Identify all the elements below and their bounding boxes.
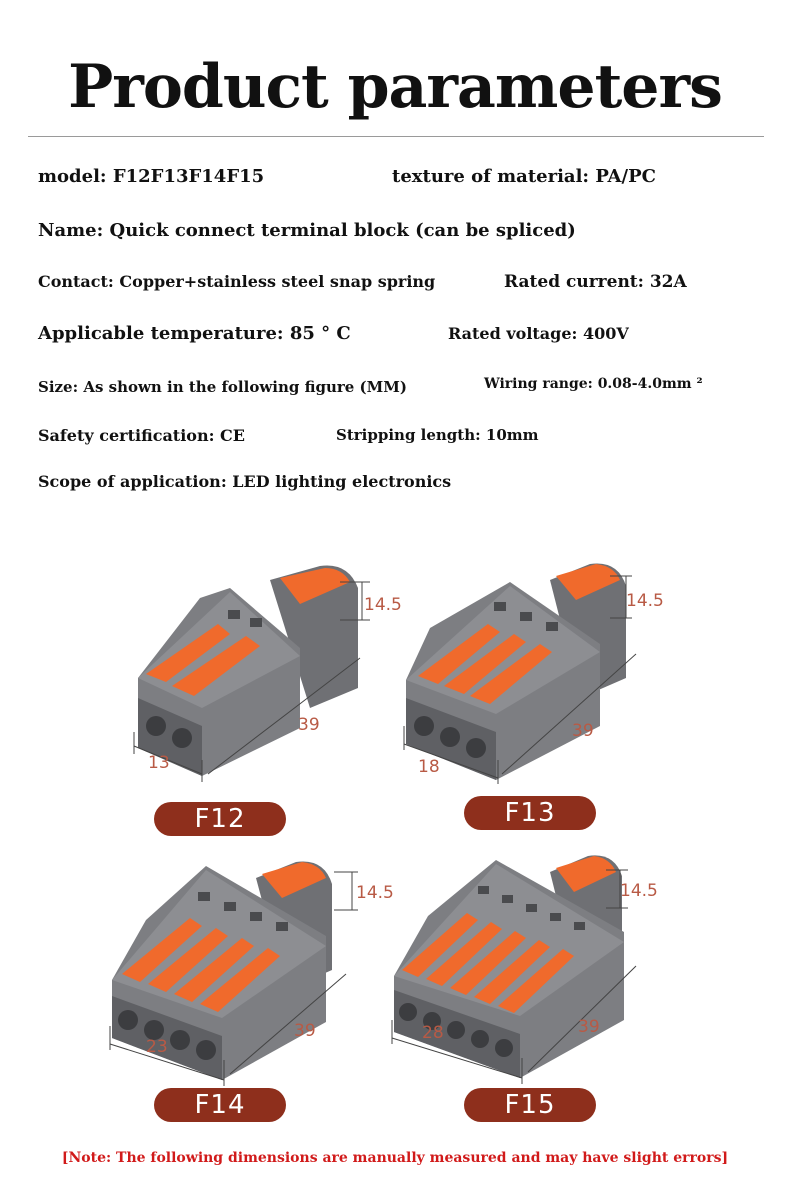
- spec-stripping: Stripping length: 10mm: [336, 426, 539, 444]
- connector-f15-dimensions: [391, 869, 637, 1084]
- label-f14: F14: [154, 1088, 286, 1122]
- dimension-length: 39: [572, 721, 594, 741]
- product-f14: 14.5 39 23: [106, 850, 406, 1100]
- spec-material: texture of material: PA/PC: [392, 166, 656, 187]
- dimension-length: 39: [294, 1021, 316, 1041]
- connector-f14-drawing: 14.5 39 23: [109, 861, 394, 1086]
- dimension-width: 18: [418, 757, 440, 777]
- dimension-length: 39: [578, 1017, 600, 1037]
- spec-safety: Safety certification: CE: [38, 426, 245, 445]
- dimension-height: 14.5: [364, 595, 402, 615]
- connector-f15-body: [394, 855, 624, 1078]
- spec-name: Name: Quick connect terminal block (can …: [38, 220, 576, 241]
- connector-f12-body: [138, 565, 358, 776]
- connector-f12-drawing: 14.5 39 13: [133, 565, 402, 782]
- connector-f12-dimensions: [133, 581, 370, 782]
- title-divider: [28, 136, 764, 137]
- product-f12: 14.5 39 13: [110, 548, 410, 798]
- dimension-length: 39: [298, 715, 320, 735]
- dimension-width: 23: [146, 1037, 168, 1057]
- dimension-width: 28: [422, 1023, 444, 1043]
- dimension-width: 13: [148, 753, 170, 773]
- spec-contact: Contact: Copper+stainless steel snap spr…: [38, 272, 436, 291]
- spec-size: Size: As shown in the following figure (…: [38, 378, 407, 396]
- label-f13: F13: [464, 796, 596, 830]
- spec-model: model: F12F13F14F15: [38, 166, 265, 187]
- spec-voltage: Rated voltage: 400V: [448, 324, 629, 343]
- connector-f14-body: [112, 861, 332, 1080]
- spec-temperature: Applicable temperature: 85 ° C: [38, 323, 351, 344]
- dimension-height: 14.5: [626, 591, 664, 611]
- spec-wiring: Wiring range: 0.08-4.0mm ²: [484, 376, 703, 392]
- label-f15: F15: [464, 1088, 596, 1122]
- product-f15: 14.5 39 28: [388, 846, 688, 1096]
- dimension-height: 14.5: [620, 881, 658, 901]
- connector-f13-body: [406, 563, 626, 780]
- spec-current: Rated current: 32A: [504, 272, 687, 292]
- product-f13: 14.5 39 18: [400, 548, 700, 798]
- connector-f13-dimensions: [403, 575, 637, 784]
- label-f12: F12: [154, 802, 286, 836]
- connector-f15-drawing: 14.5 39 28: [391, 855, 658, 1084]
- measurement-note: [Note: The following dimensions are manu…: [61, 1150, 729, 1166]
- connector-f13-drawing: 14.5 39 18: [403, 563, 664, 784]
- dimension-height: 14.5: [356, 883, 394, 903]
- spec-scope: Scope of application: LED lighting elect…: [38, 472, 452, 491]
- page-title: Product parameters: [68, 52, 723, 122]
- connector-f14-dimensions: [109, 871, 358, 1086]
